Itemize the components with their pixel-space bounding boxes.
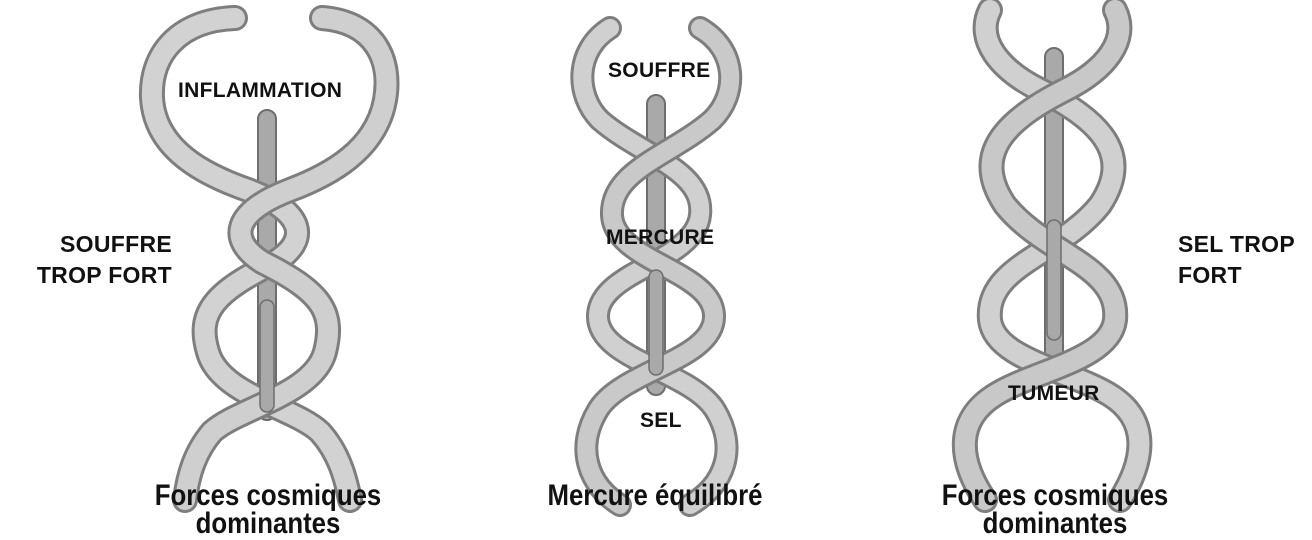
caduceus-balanced <box>582 28 730 505</box>
label-salt-line2: FORT <box>1178 260 1295 291</box>
caption-left-line2: dominantes <box>139 510 397 538</box>
caption-left: Forces cosmiques dominantes <box>139 482 397 538</box>
label-sel: SEL <box>640 410 682 431</box>
label-salt-too-strong: SEL TROP FORT <box>1178 229 1295 291</box>
label-sulfur-line2: TROP FORT <box>22 260 172 291</box>
caption-left-line1: Forces cosmiques <box>139 482 397 510</box>
label-souffre: SOUFFRE <box>608 60 710 81</box>
caption-right-line2: dominantes <box>926 510 1184 538</box>
label-sulfur-too-strong: SOUFFRE TROP FORT <box>22 229 172 291</box>
label-inflammation: INFLAMMATION <box>178 80 342 101</box>
label-sulfur-line1: SOUFFRE <box>22 229 172 260</box>
caption-middle: Mercure équilibré <box>526 482 784 510</box>
label-tumeur: TUMEUR <box>1008 383 1100 404</box>
label-salt-line1: SEL TROP <box>1178 229 1295 260</box>
label-mercure: MERCURE <box>606 227 714 248</box>
caption-right: Forces cosmiques dominantes <box>926 482 1184 538</box>
caption-middle-line1: Mercure équilibré <box>526 482 784 510</box>
caduceus-salt-dominant <box>965 10 1140 500</box>
caption-right-line1: Forces cosmiques <box>926 482 1184 510</box>
